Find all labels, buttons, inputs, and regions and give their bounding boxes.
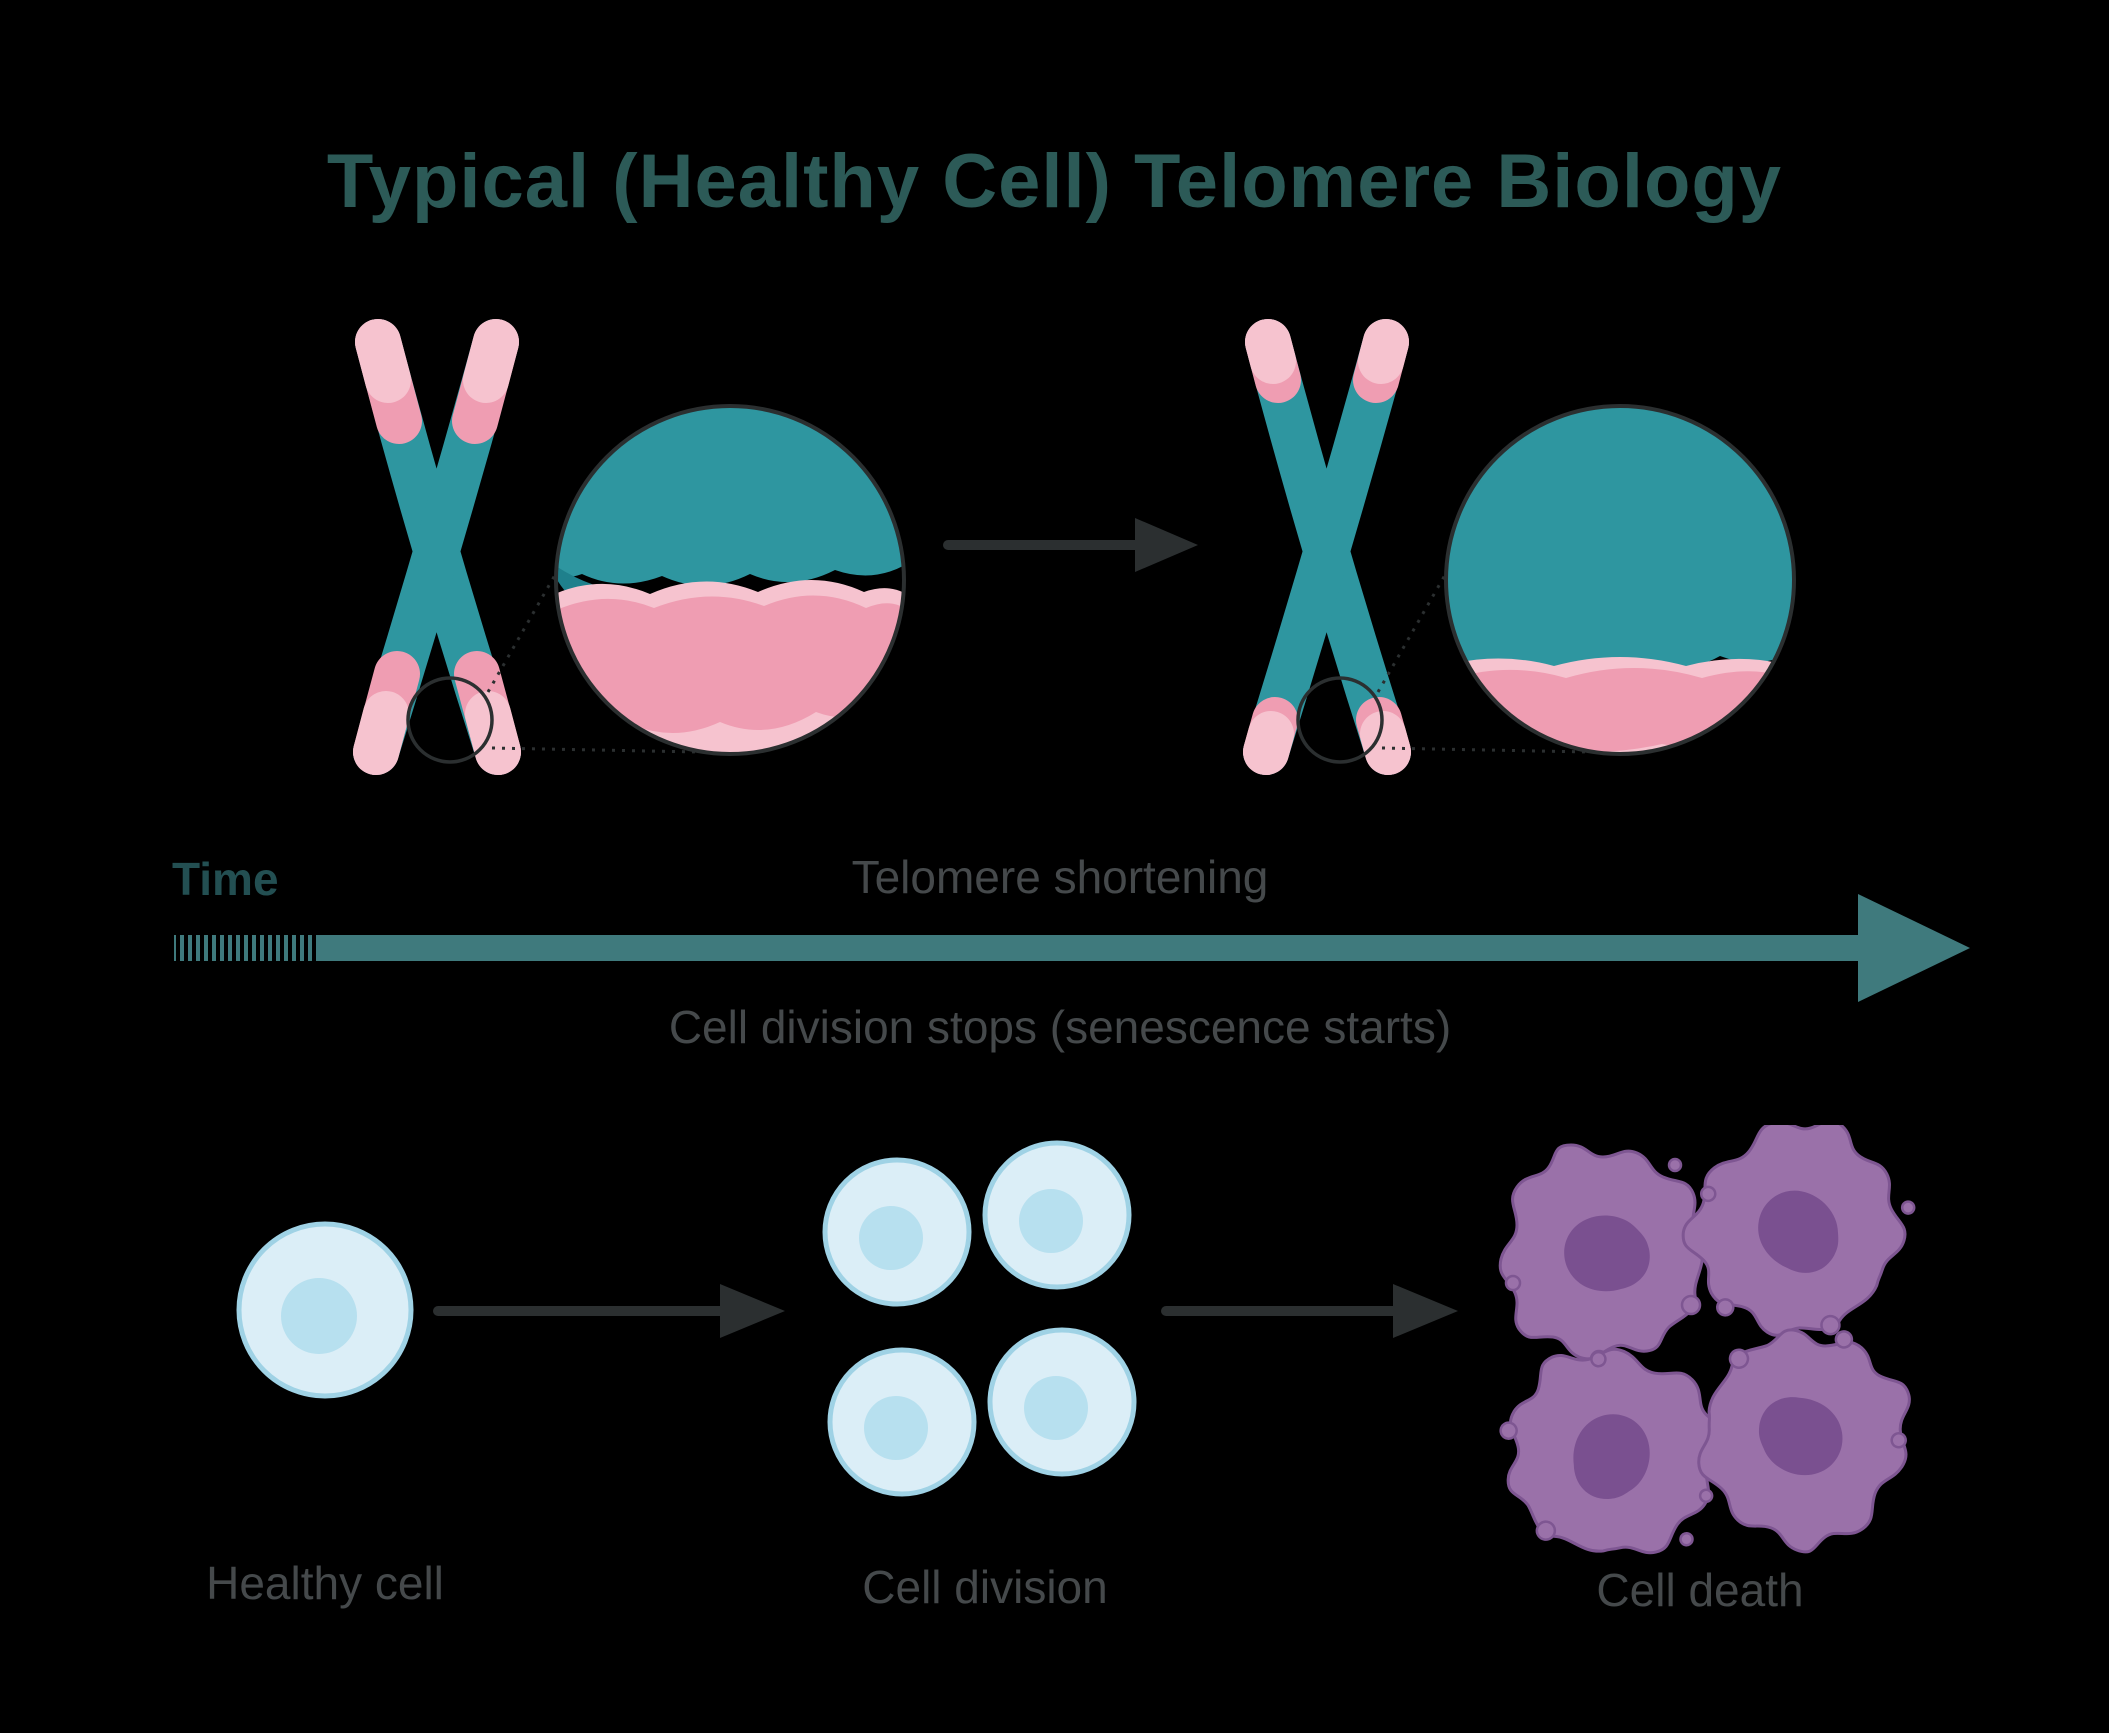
cell-division-illustration xyxy=(822,1140,1137,1497)
dead-cell xyxy=(1671,1295,1940,1575)
timeline-arrowhead xyxy=(1858,894,1970,1002)
time-label: Time xyxy=(172,853,279,905)
shortening-arrow-icon xyxy=(943,518,1198,572)
cell-death-label: Cell death xyxy=(1596,1564,1804,1616)
dividing-cell xyxy=(827,1347,977,1497)
arrow-head xyxy=(1135,518,1198,572)
zoom-telomere-long xyxy=(556,595,904,733)
healthy-cell-label: Healthy cell xyxy=(206,1557,444,1609)
zoom-chromosome-body xyxy=(556,406,904,586)
magnifier-circle xyxy=(1296,676,1384,764)
chromosome-long-telomeres xyxy=(353,319,521,775)
telomere-cap-tip xyxy=(1243,711,1294,775)
zoom-circle-outline xyxy=(554,404,906,756)
long-telomere-panel xyxy=(353,319,906,775)
telomere-caps-long xyxy=(353,319,521,775)
dead-cell xyxy=(1498,1143,1705,1369)
diagram-title: Typical (Healthy Cell) Telomere Biology xyxy=(326,139,1783,224)
cell-death-illustration xyxy=(1481,1125,1940,1575)
magnifier-circle xyxy=(406,676,494,764)
timeline-shaft xyxy=(174,935,1858,961)
timeline-arrow xyxy=(174,894,1970,1002)
dividing-cell xyxy=(987,1327,1137,1477)
timeline-start-texture xyxy=(176,930,316,966)
dividing-cell xyxy=(982,1140,1132,1290)
cell-division-label: Cell division xyxy=(862,1561,1108,1613)
zoom-telomere-short xyxy=(1446,668,1794,752)
cell-nucleus xyxy=(281,1278,357,1354)
telomere-cap-tip xyxy=(1358,319,1409,384)
healthy-cell-illustration xyxy=(236,1221,414,1399)
telomere-zoom-short xyxy=(1446,406,1794,754)
telomere-cap-tip xyxy=(1360,711,1411,775)
death-arrow-icon xyxy=(1161,1284,1458,1338)
dead-cell xyxy=(1481,1330,1739,1572)
zoom-circle-outline xyxy=(1444,404,1796,756)
telomere-cap-tip xyxy=(465,691,521,775)
telomere-cap-tip xyxy=(1245,319,1296,384)
telomere-shortening-label: Telomere shortening xyxy=(851,851,1269,903)
zoom-chromosome-body xyxy=(1446,406,1794,674)
dividing-cell xyxy=(822,1157,972,1307)
telomere-zoom-long xyxy=(556,406,904,754)
arrow-head xyxy=(720,1284,785,1338)
arrow-head xyxy=(1393,1284,1458,1338)
senescence-label: Cell division stops (senescence starts) xyxy=(668,1001,1452,1053)
division-arrow-icon xyxy=(433,1284,785,1338)
telomere-cap-tip xyxy=(463,319,519,403)
telomere-cap-tip xyxy=(355,319,411,403)
short-telomere-panel xyxy=(1243,319,1796,775)
telomere-cap-tip xyxy=(353,691,409,775)
